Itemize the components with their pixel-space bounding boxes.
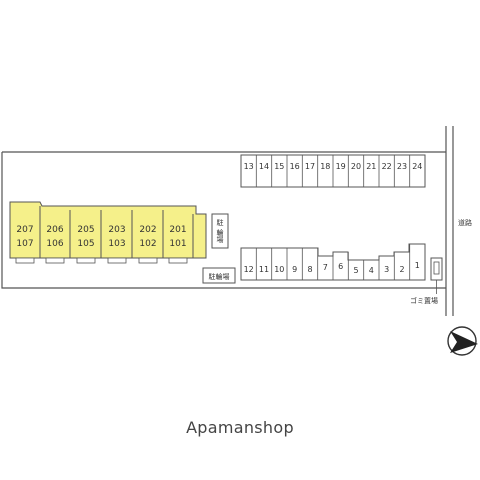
- unit-107-label: 107: [16, 239, 33, 249]
- apamanshop-logo: Apamanshop: [186, 418, 294, 437]
- parking-slot-17: 17: [305, 162, 315, 171]
- unit-201-label: 201: [169, 225, 186, 235]
- bike-parking-1: 駐 輪場: [211, 213, 229, 249]
- parking-slot-5: 5: [353, 266, 358, 275]
- north-arrow-icon: [447, 326, 478, 356]
- unit-106-label: 106: [46, 239, 63, 249]
- road-label: 道路: [458, 218, 472, 227]
- parking-slot-19: 19: [336, 162, 346, 171]
- parking-slot-3: 3: [384, 265, 389, 274]
- parking-slot-7: 7: [323, 263, 328, 272]
- parking-slot-20: 20: [351, 162, 361, 171]
- parking-slot-2: 2: [399, 265, 404, 274]
- bike-parking-2: 駐輪場: [202, 267, 236, 284]
- unit-206-label: 206: [46, 225, 63, 235]
- garbage-label: ゴミ置場: [410, 296, 438, 305]
- parking-slot-6: 6: [338, 262, 343, 271]
- unit-207-label: 207: [16, 225, 33, 235]
- building-outline: [9, 201, 207, 259]
- parking-slot-16: 16: [290, 162, 300, 171]
- bike-parking-1-label-top: 駐: [217, 218, 224, 227]
- parking-slot-8: 8: [307, 265, 312, 274]
- parking-slot-22: 22: [382, 162, 392, 171]
- parking-slot-15: 15: [274, 162, 284, 171]
- unit-102-label: 102: [139, 239, 156, 249]
- parking-slot-12: 12: [244, 265, 254, 274]
- bike-parking-1-label-bottom: 輪場: [216, 228, 224, 244]
- parking-slot-4: 4: [369, 266, 374, 275]
- parking-slot-9: 9: [292, 265, 297, 274]
- parking-slot-24: 24: [412, 162, 422, 171]
- parking-slot-21: 21: [366, 162, 376, 171]
- unit-105-label: 105: [77, 239, 94, 249]
- parking-slot-18: 18: [320, 162, 330, 171]
- garbage-area: ゴミ置場: [410, 257, 443, 305]
- parking-bottom-row: 12 11 10 9 8 7 6 5 4 3 2 1: [240, 243, 426, 281]
- parking-slot-14: 14: [259, 162, 269, 171]
- unit-103-label: 103: [108, 239, 125, 249]
- unit-202-label: 202: [139, 225, 156, 235]
- parking-top-row: 13 14 15 16 17 18 19 20 21 22 23 24: [240, 154, 426, 188]
- unit-101-label: 101: [169, 239, 186, 249]
- bike-parking-2-label: 駐輪場: [209, 272, 230, 281]
- apartment-building: 207 107 206 106 205 105 203 103 202 102 …: [9, 201, 207, 264]
- parking-slot-10: 10: [274, 265, 284, 274]
- lot-boundary-left-bottom: [1, 152, 446, 289]
- parking-slot-13: 13: [244, 162, 254, 171]
- parking-slot-11: 11: [259, 265, 269, 274]
- unit-205-label: 205: [77, 225, 94, 235]
- parking-slot-23: 23: [397, 162, 407, 171]
- unit-203-label: 203: [108, 225, 125, 235]
- parking-slot-1: 1: [415, 261, 420, 270]
